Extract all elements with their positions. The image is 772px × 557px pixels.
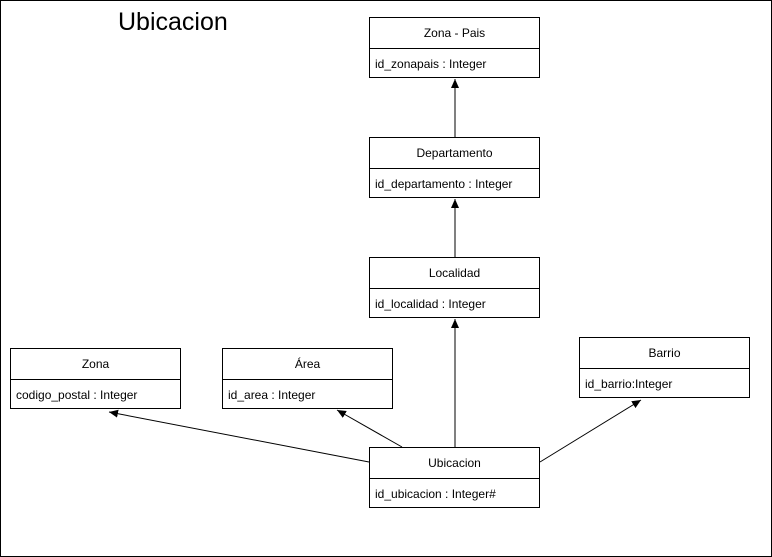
class-zona[interactable]: Zona codigo_postal : Integer	[10, 348, 181, 409]
class-attribute: codigo_postal : Integer	[16, 387, 138, 402]
class-name: Departamento	[370, 138, 539, 169]
class-attribute: id_ubicacion : Integer#	[375, 486, 496, 501]
class-zona-pais[interactable]: Zona - Pais id_zonapais : Integer	[369, 17, 540, 78]
class-name: Ubicacion	[370, 448, 539, 479]
class-barrio[interactable]: Barrio id_barrio:Integer	[579, 337, 750, 398]
class-ubicacion[interactable]: Ubicacion id_ubicacion : Integer#	[369, 447, 540, 508]
class-localidad[interactable]: Localidad id_localidad : Integer	[369, 257, 540, 318]
class-departamento[interactable]: Departamento id_departamento : Integer	[369, 137, 540, 198]
class-attribute: id_departamento : Integer	[375, 176, 513, 191]
class-name: Zona	[11, 349, 180, 380]
class-name: Barrio	[580, 338, 749, 369]
class-attribute: id_area : Integer	[228, 387, 316, 402]
class-attribute: id_zonapais : Integer	[375, 56, 487, 71]
class-name: Área	[223, 349, 392, 380]
class-name: Localidad	[370, 258, 539, 289]
class-attribute: id_localidad : Integer	[375, 296, 486, 311]
class-area[interactable]: Área id_area : Integer	[222, 348, 393, 409]
class-attribute: id_barrio:Integer	[585, 376, 673, 391]
diagram-title: Ubicacion	[118, 8, 228, 36]
class-name: Zona - Pais	[370, 18, 539, 49]
